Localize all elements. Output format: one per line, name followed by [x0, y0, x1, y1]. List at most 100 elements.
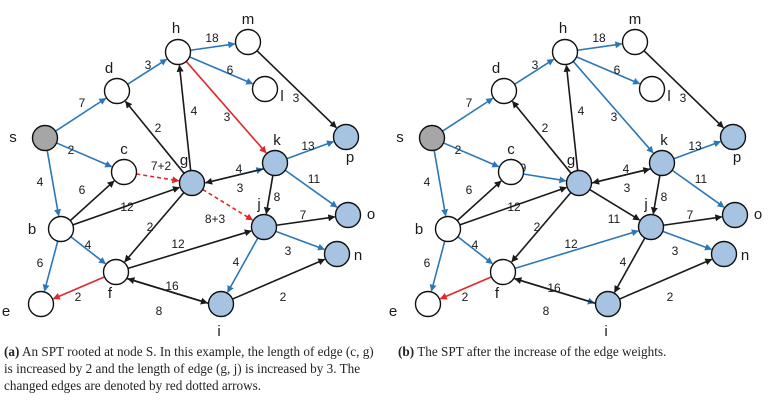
- panel-b-node-n: [710, 240, 738, 268]
- panel-a-edge-d-h: [127, 58, 168, 85]
- panel-b-node-e: [414, 290, 442, 318]
- panel-b-node-label-h: h: [559, 20, 567, 37]
- panel-b-node-l: [638, 75, 666, 103]
- panel-a-node-d: [103, 77, 131, 105]
- panel-a-weight-j-n: 3: [285, 244, 292, 258]
- panel-a-edge-m-p: [256, 50, 337, 129]
- panel-b-node-s: [418, 124, 446, 152]
- panel-a-edge-b-f: [70, 236, 106, 265]
- panel-b-edge-k-j: [650, 175, 661, 215]
- panel-b-weight-g-f: 2: [534, 220, 541, 234]
- panel-a-node-label-f: f: [108, 285, 113, 302]
- panel-b-edge-s-c: [443, 142, 500, 168]
- panel-b-weight-g-k: 4: [623, 162, 630, 176]
- panel-b-node-p: [719, 123, 747, 151]
- panel-a-weight-b-c: 6: [79, 183, 86, 197]
- panel-a-node-g: [178, 169, 206, 197]
- panel-a-weight-s-c: 2: [68, 143, 75, 157]
- panel-a-weight-k-j: 8: [274, 190, 281, 204]
- panel-a-caption-label: (a): [4, 344, 20, 359]
- panel-a-node-label-i: i: [217, 323, 220, 340]
- panel-a-weight-i-n: 2: [280, 290, 287, 304]
- panel-a-weight-g-f: 2: [147, 220, 154, 234]
- panel-b-weight-d-h: 3: [532, 58, 539, 72]
- panel-b-node-k: [648, 149, 676, 177]
- panel-b-weight-i-f: 8: [543, 304, 550, 318]
- panel-b-edge-k-p: [673, 140, 721, 160]
- panel-b-weight-g-h: 4: [578, 104, 585, 118]
- panel-a-edge-f-j: [127, 229, 252, 270]
- panel-a-node-b: [47, 215, 75, 243]
- panel-b-node-i: [594, 290, 622, 318]
- panel-a-weight-g-j: 8+3: [205, 212, 226, 226]
- panel-a-node-label-e: e: [2, 303, 10, 320]
- panel-a-edge-k-g: [205, 168, 264, 185]
- panel-a-weight-h-l: 6: [227, 63, 234, 77]
- panel-b-edge-f-e: [439, 276, 492, 300]
- panel-b-edge-b-e: [429, 240, 446, 292]
- panel-a-edge-b-c: [69, 180, 115, 222]
- panel-a-node-j: [250, 213, 278, 241]
- panel-b-edge-s-d: [442, 97, 494, 132]
- panel-a-node-label-k: k: [273, 132, 281, 149]
- panel-b-edge-k-o: [671, 169, 725, 208]
- panel-b-weight-k-g: 3: [624, 181, 631, 195]
- panel-b-caption-label: (b): [398, 344, 415, 359]
- panel-b-node-label-k: k: [660, 132, 668, 149]
- panel-a-caption: (a) An SPT rooted at node S. In this exa…: [4, 343, 376, 394]
- panel-a-edge-g-d: [124, 100, 185, 174]
- panel-a-node-n: [323, 240, 351, 268]
- panel-a-edge-k-o: [284, 169, 338, 208]
- panel-a-weight-g-d: 2: [155, 121, 162, 135]
- panel-a-edge-k-p: [286, 140, 334, 160]
- panel-b-weight-i-n: 2: [667, 290, 674, 304]
- panel-b-weight-b-c: 6: [466, 183, 473, 197]
- panel-b-weight-j-i: 4: [620, 255, 627, 269]
- panel-a-node-label-o: o: [367, 206, 375, 223]
- panel-b-edge-g-j: [589, 188, 641, 221]
- panel-a-weight-m-p: 3: [293, 91, 300, 105]
- panel-a-edge-i-f: [127, 277, 209, 304]
- panel-b-edge-b-g: [459, 186, 567, 226]
- panel-a-weight-s-b: 4: [37, 175, 44, 189]
- panel-b-weight-h-l: 6: [614, 63, 621, 77]
- panel-b-edge-g-h: [563, 64, 579, 171]
- panel-b-node-label-m: m: [629, 11, 642, 28]
- panel-b-node-label-l: l: [667, 88, 670, 105]
- panel-b-edge-weights: 7243186332496124313118117342124621682: [424, 31, 708, 318]
- panel-a-node-i: [207, 290, 235, 318]
- panel-b-node-label-g: g: [567, 152, 575, 169]
- panel-b-edge-j-n: [662, 230, 712, 251]
- panel-b-weight-f-e: 2: [462, 290, 469, 304]
- panel-a-edge-j-i: [226, 237, 259, 293]
- panel-a-node-f: [102, 258, 130, 286]
- panel-b-weight-j-o: 7: [687, 208, 694, 222]
- panel-a-edge-s-b: [46, 150, 62, 217]
- panel-b-node-b: [434, 215, 462, 243]
- panel-b-weight-f-i: 16: [547, 281, 561, 295]
- panel-b-node-label-o: o: [754, 206, 762, 223]
- panel-b-node-j: [637, 213, 665, 241]
- panel-b-weight-b-g: 12: [507, 200, 521, 214]
- panel-a-edge-j-n: [275, 230, 325, 251]
- panel-a-node-label-m: m: [242, 11, 255, 28]
- panel-b-node-label-s: s: [396, 129, 404, 146]
- panel-a-weight-f-e: 2: [75, 290, 82, 304]
- panel-a-weight-f-j: 12: [171, 237, 185, 251]
- panel-b-caption-text: The SPT after the increase of the edge w…: [417, 344, 667, 359]
- panel-b-node-d: [490, 77, 518, 105]
- panel-a-edge-s-c: [56, 142, 113, 168]
- panel-b-graph: 7243186332496124313118117342124621682sdc…: [389, 11, 762, 340]
- panel-a-edge-h-k: [185, 60, 267, 154]
- panel-b-edge-b-c: [456, 180, 502, 222]
- panel-b-node-label-j: j: [643, 196, 647, 213]
- panel-b-weight-g-d: 2: [542, 121, 549, 135]
- panel-a-node-label-j: j: [256, 196, 260, 213]
- panel-a-weight-g-h: 4: [191, 104, 198, 118]
- panel-b-node-g: [565, 169, 593, 197]
- panel-a-edge-b-g: [72, 186, 180, 226]
- panel-a-weight-h-k: 3: [224, 110, 231, 124]
- panel-b-edge-i-n: [619, 258, 713, 300]
